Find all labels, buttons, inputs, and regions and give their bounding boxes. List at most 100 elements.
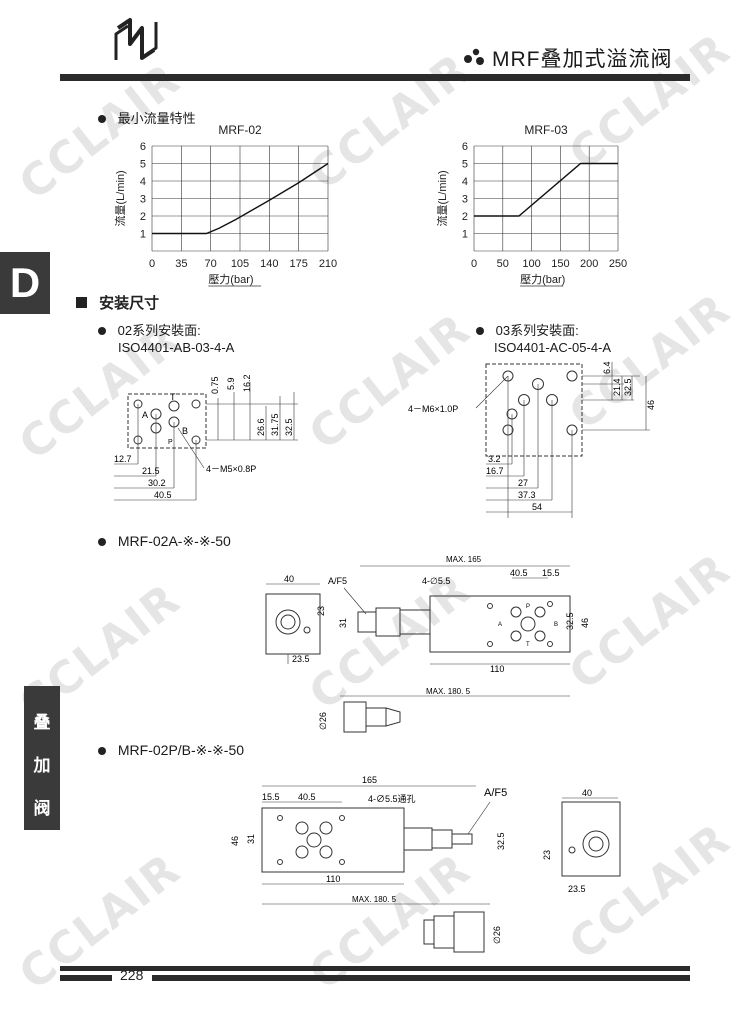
footer-rule: [60, 966, 690, 971]
footer-rule-right: [152, 975, 690, 981]
mrf02a-heading: MRF-02A-※-※-50: [98, 533, 231, 550]
dim-label: 110: [326, 874, 340, 884]
port-label: P: [526, 604, 530, 610]
dim-label: 23.5: [568, 884, 586, 894]
y-tick-label: 5: [140, 159, 146, 171]
dim-label: 40.5: [298, 792, 316, 802]
x-tick-label: 140: [260, 258, 278, 270]
series-line: [474, 162, 618, 217]
dim-label: 23.5: [292, 654, 310, 664]
mount02-heading: 02系列安裝面:: [98, 320, 201, 339]
chart-title: MRF-03: [524, 123, 568, 137]
dim-label: ∅26: [492, 926, 502, 944]
x-tick-label: 50: [497, 258, 509, 270]
y-tick-label: 6: [140, 141, 146, 153]
mount03-heading: 03系列安裝面:: [476, 320, 579, 339]
tab-char: 叠: [33, 713, 51, 732]
dim-label: 54: [532, 502, 542, 512]
page-number: 228: [120, 967, 144, 983]
dim-label: 31.75: [270, 413, 280, 436]
page-title: MRF叠加式溢流阀: [492, 48, 673, 71]
x-tick-label: 175: [289, 258, 307, 270]
dim-label: 31: [338, 618, 348, 628]
mrf02a-drawing: 40 23 23.5 A B P T MAX. 165 A/F5 4-∅5.5 …: [265, 555, 590, 733]
dim-label: 31: [246, 834, 256, 844]
section-tab-letter: D: [0, 252, 50, 314]
header-rule: [60, 74, 690, 81]
dim-label: 32.5: [565, 612, 575, 630]
mount03-drawing: 3.2 16.7 27 37.3 54 6.4 21.4 32.5 46 4－M…: [408, 361, 656, 518]
x-tick-label: 0: [471, 258, 477, 270]
chart-title: MRF-02: [218, 123, 262, 137]
dim-label: 165: [362, 775, 377, 785]
bullet-icon: [476, 327, 484, 335]
footer-rule-left: [60, 975, 112, 981]
x-tick-label: 0: [149, 258, 155, 270]
bullet-icon: [98, 747, 106, 755]
dim-label: 3.2: [488, 454, 501, 464]
x-tick-label: 150: [551, 258, 569, 270]
mount02-title: 02系列安裝面:: [117, 323, 201, 338]
y-axis-label: 流量(L/min): [435, 170, 449, 226]
x-tick-label: 70: [205, 258, 217, 270]
x-tick-label: 100: [522, 258, 540, 270]
dim-label: 15.5: [542, 568, 560, 578]
dim-label: 15.5: [262, 792, 280, 802]
dim-label: 21.4: [612, 378, 622, 396]
mount03-title: 03系列安裝面:: [495, 323, 579, 338]
dim-label: 4-∅5.5: [422, 576, 450, 586]
y-tick-label: 4: [462, 176, 468, 188]
y-tick-label: 3: [140, 194, 146, 206]
y-tick-label: 3: [462, 194, 468, 206]
port-label: B: [182, 426, 188, 436]
mrf02pb-heading: MRF-02P/B-※-※-50: [98, 742, 244, 759]
series-line: [152, 162, 329, 235]
x-tick-label: 210: [319, 258, 337, 270]
n-logo-icon: [114, 18, 158, 60]
dim-label: 5.9: [226, 377, 236, 390]
dim-label: 16.2: [242, 374, 252, 392]
square-bullet-icon: [76, 297, 87, 308]
port-label: T: [526, 642, 530, 648]
dim-label: 46: [646, 400, 656, 410]
dim-label: 32.5: [623, 378, 633, 396]
port-label: B: [554, 622, 558, 628]
dim-label: 4-∅5.5通孔: [368, 794, 416, 804]
dim-label: 6.4: [602, 361, 612, 374]
dim-label: A/F5: [484, 787, 507, 799]
x-tick-label: 35: [175, 258, 187, 270]
dim-label: A/F5: [328, 576, 347, 586]
dim-label: 30.2: [148, 478, 166, 488]
dim-label: 27: [518, 478, 528, 488]
dim-label: 21.5: [142, 466, 160, 476]
mrf02pb-drawing: 165 15.5 40.5 4-∅5.5通孔 A/F5 46 31 32.5 1…: [230, 775, 621, 953]
port-label: A: [142, 410, 148, 420]
section-tab-vertical: 叠 加 阀: [24, 686, 60, 830]
dim-label: 32.5: [496, 832, 506, 850]
bullet-icon: [98, 538, 106, 546]
screw-spec: 4－M6×1.0P: [408, 404, 458, 414]
x-axis-label: 壓力(bar): [520, 273, 565, 286]
dim-label: 0.75: [210, 376, 220, 394]
bullet-icon: [98, 327, 106, 335]
mrf02pb-title: MRF-02P/B-※-※-50: [117, 742, 245, 758]
y-tick-label: 4: [140, 176, 146, 188]
dim-label: MAX. 165: [446, 555, 482, 564]
dim-label: 12.7: [114, 454, 132, 464]
mount02-standard: ISO4401-AB-03-4-A: [118, 340, 235, 355]
y-tick-label: 6: [462, 141, 468, 153]
x-axis-label: 壓力(bar): [208, 273, 253, 286]
dim-label: 40.5: [510, 568, 528, 578]
port-label: A: [498, 622, 502, 628]
y-tick-label: 2: [462, 211, 468, 223]
dim-label: 46: [230, 836, 240, 846]
flow-section-title: 最小流量特性: [117, 111, 196, 126]
flow-section-heading: 最小流量特性: [98, 108, 196, 127]
y-axis-label: 流量(L/min): [113, 170, 127, 226]
port-label: T: [170, 392, 176, 402]
x-tick-label: 200: [580, 258, 598, 270]
dim-label: 110: [490, 664, 504, 674]
dim-label: 23: [542, 850, 552, 860]
